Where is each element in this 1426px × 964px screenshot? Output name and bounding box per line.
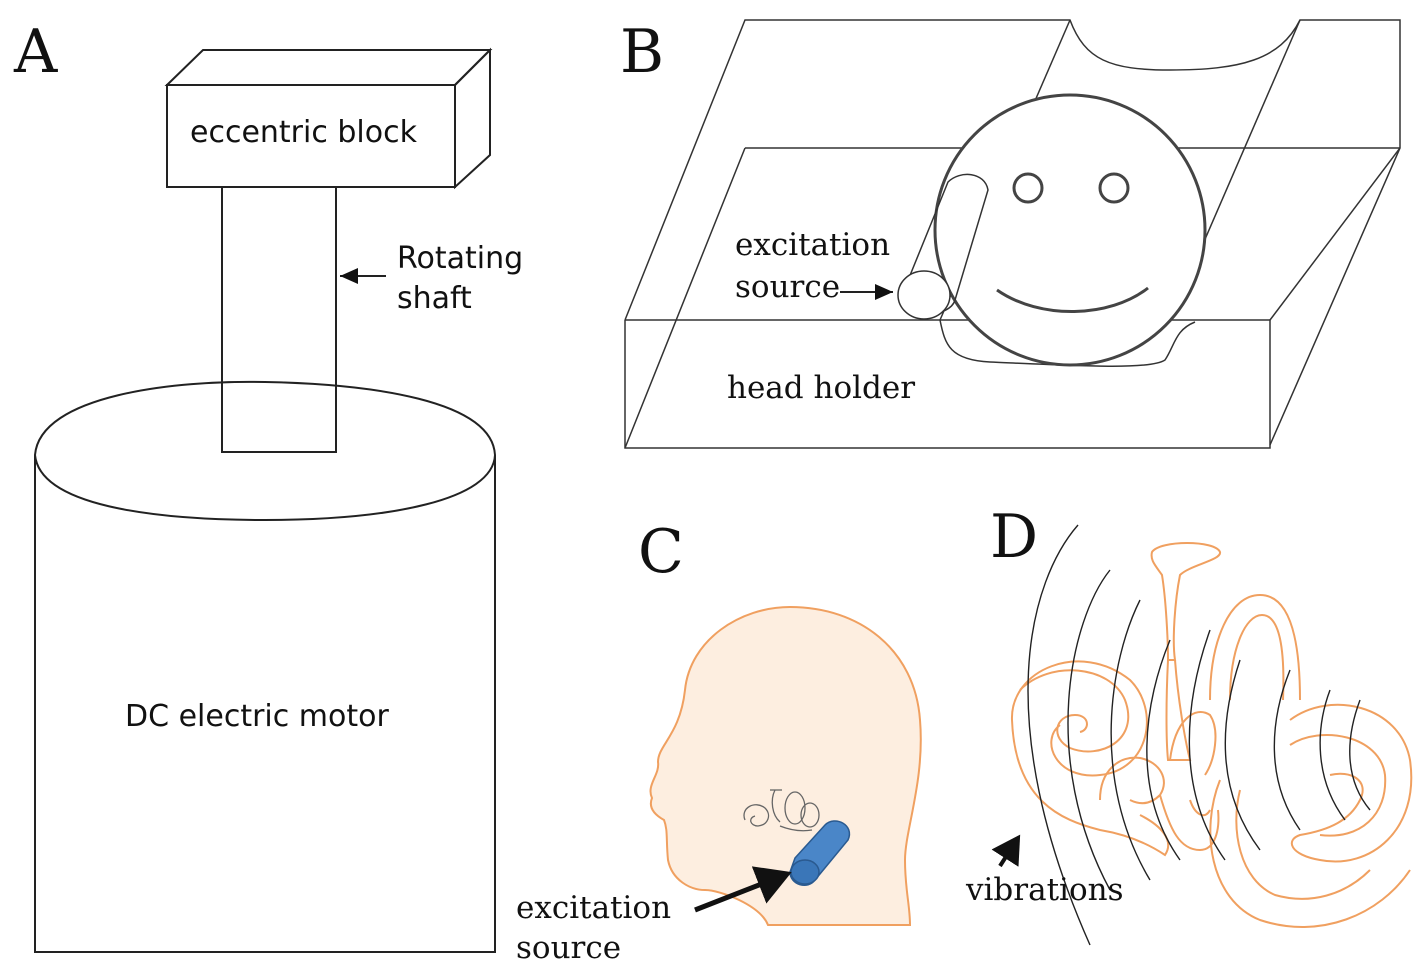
c-source-label-line1: excitation [516, 890, 671, 926]
b-source-label-line1: excitation [735, 227, 890, 263]
panel-d: D [965, 502, 1413, 946]
panel-d-letter: D [990, 502, 1038, 572]
eccentric-block-label: eccentric block [190, 115, 418, 150]
vibrations-label: vibrations [965, 872, 1123, 908]
c-source-label-line2: source [516, 930, 621, 964]
panel-a: A eccentric block Rotating shaft DC elec… [13, 17, 523, 953]
excitation-source-c [789, 820, 851, 887]
panel-c-letter: C [638, 517, 684, 587]
shaft-label-line1: Rotating [397, 241, 523, 276]
vibration-lines [1027, 524, 1371, 946]
b-source-label-line2: source [735, 269, 840, 305]
panel-c: C excitation source [516, 517, 922, 964]
shaft-label-line2: shaft [397, 281, 472, 316]
excitation-source-cylinder [897, 173, 989, 320]
head-holder-label: head holder [727, 370, 915, 406]
vibrations-arrow [991, 834, 1021, 868]
eccentric-block [164, 47, 493, 190]
dc-motor-cylinder [33, 380, 497, 953]
motor-label: DC electric motor [125, 699, 389, 734]
c-source-arrow [694, 866, 792, 913]
head-silhouette [649, 605, 922, 926]
inner-ear-diagram [1010, 542, 1413, 928]
panel-b: B [620, 17, 1401, 449]
panel-b-letter: B [620, 17, 664, 87]
small-inner-ear [743, 789, 820, 832]
smiley-head [933, 93, 1207, 367]
rotating-shaft [221, 186, 337, 453]
panel-a-letter: A [13, 17, 58, 87]
